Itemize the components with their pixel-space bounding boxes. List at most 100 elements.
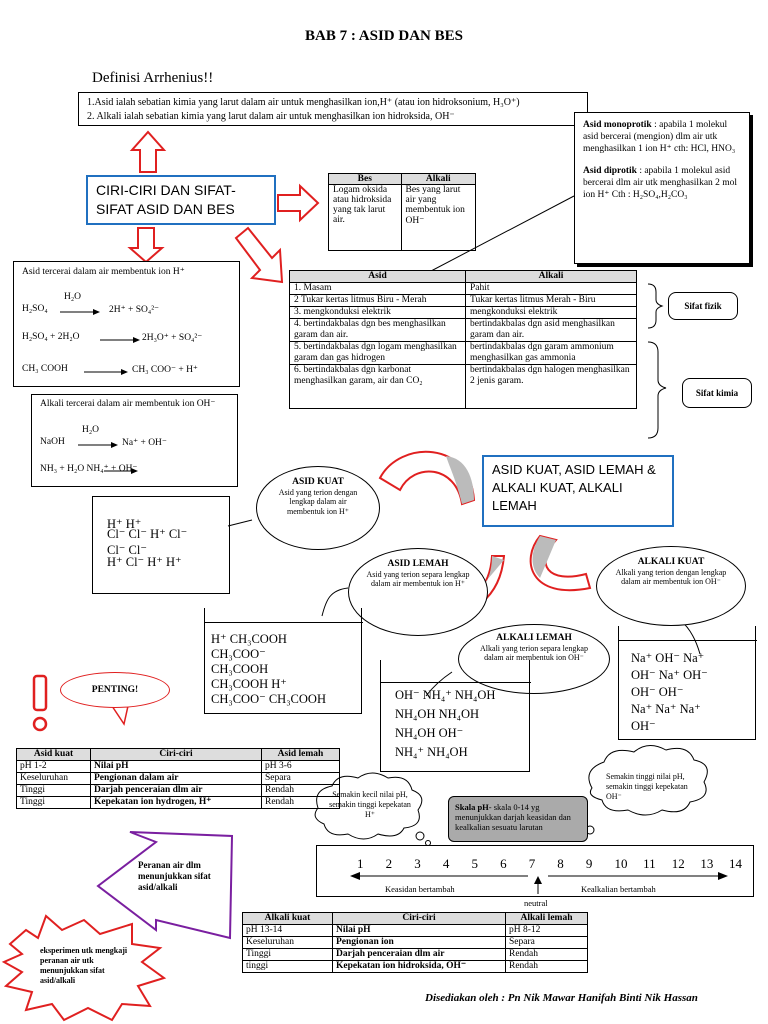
ph-number: 7 [528, 856, 536, 871]
alk-box-heading: Alkali tercerai dalam air membentuk ion … [40, 399, 216, 409]
ph-number: 2 [385, 856, 393, 871]
ions-asid-lemah: H⁺ CH₃COOH CH₃COO⁻ CH₃COOH CH₃COOH H⁺ CH… [211, 632, 326, 707]
table-cell: Separa [505, 936, 588, 949]
page-title: BAB 7 : ASID DAN BES [305, 28, 463, 44]
table-cell: 3. mengkonduksi elektrik [289, 306, 466, 319]
table-row: 5. bertindakbalas dgn logam menghasilkan… [289, 341, 637, 365]
keasidan-label: Keasidan bertambah [385, 884, 455, 894]
table-cell: 5. bertindakbalas dgn logam menghasilkan… [289, 341, 466, 365]
beaker-alkali-kuat: Na⁺ OH⁻ Na⁺ OH⁻ Na⁺ OH⁻ OH⁻ OH⁻ Na⁺ Na⁺ … [618, 626, 757, 740]
table-cell: bertindakbalas dgn asid menghasilkan gar… [465, 318, 637, 342]
ion-line: NH₄OH NH₄OH [395, 707, 480, 721]
table-cell: Darjah penceraian dlm air [332, 948, 506, 961]
ph-number: 5 [471, 856, 478, 871]
eq3-left: CH₃ COOH [22, 364, 68, 374]
bubble-text: Alkali yang terion dengan lengkap dalam … [615, 567, 727, 587]
ph-number: 4 [442, 856, 450, 871]
cloud-left-text: Semakin kecil nilai pH, semakin tinggi k… [329, 790, 411, 819]
table-row: 4. bertindakbalas dgn bes menghasilkan g… [289, 318, 637, 342]
acid-ionisation-box: Asid tercerai dalam air membentuk ion H⁺… [13, 261, 240, 387]
eq3-right: CH₃ COO⁻ + H⁺ [132, 365, 198, 375]
ions-alkali-lemah: OH⁻ NH₄⁺ NH₄OH NH₄OH NH₄OH NH₄OH OH⁻ NH₄… [395, 686, 495, 762]
eq1-right: 2H⁺ + SO₄²⁻ [109, 305, 160, 315]
bubble-title: ALKALI KUAT [637, 557, 705, 567]
bubble-title: ASID KUAT [292, 477, 344, 487]
eq1-left: H₂SO₄ [22, 304, 48, 314]
ions-asid-kuat: H⁺ H⁺ Cl⁻ Cl⁻ H⁺ Cl⁻ Cl⁻ Cl⁻ H⁺ Cl⁻ H⁺ H… [107, 515, 187, 571]
ph-number: 8 [557, 856, 564, 871]
di-title: Asid diprotik [583, 166, 637, 176]
eq2-right: 2H₃O⁺ + SO₄²⁻ [142, 333, 203, 343]
bes-header: Bes [328, 173, 402, 185]
ion-line: CH₃COO⁻ CH₃COOH [211, 692, 326, 706]
eksperimen-burst [1, 914, 167, 1022]
table-header: Alkali lemah [505, 912, 588, 925]
ion-line: NH₄⁺ NH₄OH [395, 745, 468, 759]
skala-label: Skala pH [455, 802, 489, 812]
neutral-label: neutral [524, 898, 548, 908]
down-arrow-icon [127, 227, 165, 264]
cloud-right-text: Semakin tinggi nilai pH, semakin tinggi … [606, 772, 688, 801]
bubble-text: Asid yang terion separa lengkap dalam ai… [366, 569, 470, 589]
table-cell: Pengionan dalam air [90, 772, 262, 785]
kealkalian-label: Kealkalian bertambah [581, 884, 656, 894]
table-header: Alkali kuat [242, 912, 333, 925]
table-cell: Tinggi [16, 784, 91, 797]
ion-line: Na⁺ Na⁺ Na⁺ [631, 702, 701, 716]
table-row: 3. mengkonduksi elektrik mengkonduksi el… [289, 306, 637, 319]
table-cell: Keseluruhan [242, 936, 333, 949]
ion-line: H⁺ CH₃COOH [211, 632, 287, 646]
table-cell: Keseluruhan [16, 772, 91, 785]
di-text: : apabila 1 molekul asid bercerai dlm ai… [583, 166, 738, 200]
bubble-text: Alkali yang terion separa lengkap dalam … [480, 643, 588, 663]
bes-cell: Logam oksida atau hidroksida yang tak la… [328, 184, 402, 251]
cloud-left [314, 772, 423, 840]
ion-line: Na⁺ OH⁻ Na⁺ [631, 651, 705, 665]
ph-number: 13 [700, 856, 714, 871]
ion-line: H⁺ H⁺ [107, 517, 142, 531]
sifat-fizik-label: Sifat fizik [668, 292, 738, 320]
alk-eq1-right: Na⁺ + OH⁻ [122, 438, 167, 448]
table-cell: 6. bertindakbalas dgn karbonat menghasil… [289, 364, 466, 409]
ph-number: 3 [414, 856, 421, 871]
ciri-sifat-box: CIRI-CIRI DAN SIFAT-SIFAT ASID DAN BES [86, 175, 276, 225]
table-header: Asid lemah [261, 748, 340, 761]
table-cell: Tinggi [16, 796, 91, 809]
table-cell: 1. Masam [289, 282, 466, 295]
beaker-alkali-lemah: OH⁻ NH₄⁺ NH₄OH NH₄OH NH₄OH NH₄OH OH⁻ NH₄… [380, 660, 531, 772]
ion-line: NH₄OH OH⁻ [395, 726, 464, 740]
ion-line: CH₃COO⁻ [211, 647, 266, 661]
ph-number: 14 [729, 856, 742, 871]
ph-number: 10 [614, 856, 628, 871]
ion-line: H⁺ Cl⁻ H⁺ H⁺ [107, 555, 182, 569]
eq-condition: H₂O [64, 292, 82, 302]
table-cell: 4. bertindakbalas dgn bes menghasilkan g… [289, 318, 466, 342]
eq-condition: H₂O [82, 425, 100, 435]
table-cell: Separa [261, 772, 340, 785]
ion-line: CH₃COOH H⁺ [211, 677, 287, 691]
right-arrow-icon [277, 183, 320, 223]
table-cell: bertindakbalas dgn garam ammonium mengha… [465, 341, 637, 365]
table-cell: Darjah penceraian dlm air [90, 784, 262, 797]
peranan-text: Peranan air dlm menunjukkan sifat asid/a… [138, 860, 211, 892]
table-cell: Kepekatan ion hydrogen, H⁺ [90, 796, 262, 809]
alk-eq2: NH₃ + H₂O NH₄⁺ + OH⁻ [40, 464, 138, 474]
definition-line-alkali: 2. Alkali ialah sebatian kimia yang laru… [87, 111, 455, 122]
up-arrow-icon [129, 130, 167, 173]
asid-header: Asid [289, 270, 466, 283]
ion-line: OH⁻ NH₄⁺ NH₄OH [395, 688, 496, 702]
mono-text: : apabila 1 molekul asid bercerai (mengi… [583, 120, 736, 154]
table-header: Asid kuat [16, 748, 91, 761]
